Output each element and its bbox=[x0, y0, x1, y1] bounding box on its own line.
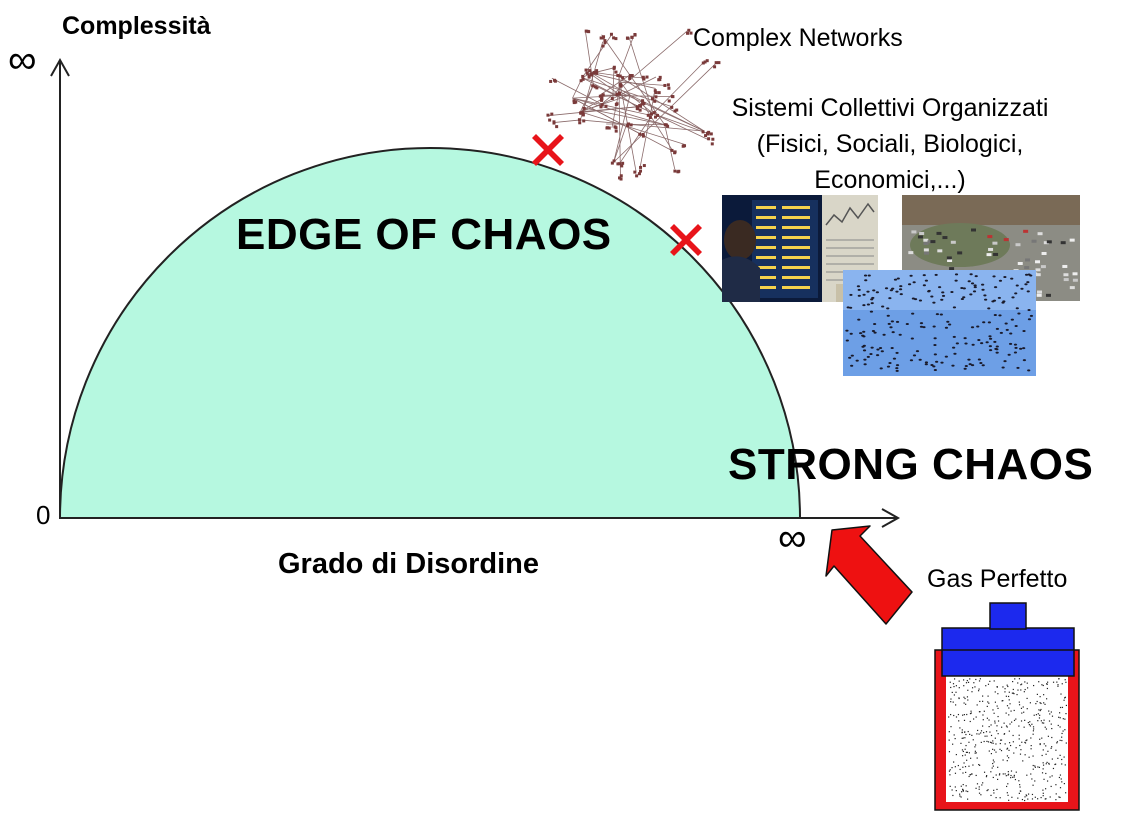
birds-flock-photo bbox=[843, 270, 1036, 376]
collective-systems-label: Sistemi Collettivi Organizzati (Fisici, … bbox=[731, 94, 1049, 194]
origin-label: 0 bbox=[36, 500, 51, 530]
edge-of-chaos-label: EDGE OF CHAOS bbox=[236, 210, 612, 259]
y-axis-infinity: ∞ bbox=[8, 38, 37, 82]
edge-marker-lower bbox=[670, 224, 702, 256]
y-axis-label: Complessità bbox=[62, 12, 211, 40]
x-axis-infinity: ∞ bbox=[778, 516, 807, 560]
ideal-gas-label: Gas Perfetto bbox=[927, 565, 1068, 593]
complex-networks-label: Complex Networks bbox=[693, 24, 903, 52]
x-axis-label: Grado di Disordine bbox=[278, 548, 540, 580]
big-arrow-icon bbox=[825, 525, 913, 625]
gas-container-icon bbox=[934, 602, 1080, 811]
network-graph-icon bbox=[546, 28, 721, 181]
edge-marker-upper bbox=[532, 134, 564, 166]
complexity-semicircle bbox=[58, 147, 802, 519]
strong-chaos-label: STRONG CHAOS bbox=[728, 440, 1094, 489]
stock-market-photo bbox=[722, 195, 822, 302]
x-axis bbox=[60, 508, 901, 528]
y-axis bbox=[50, 57, 70, 518]
